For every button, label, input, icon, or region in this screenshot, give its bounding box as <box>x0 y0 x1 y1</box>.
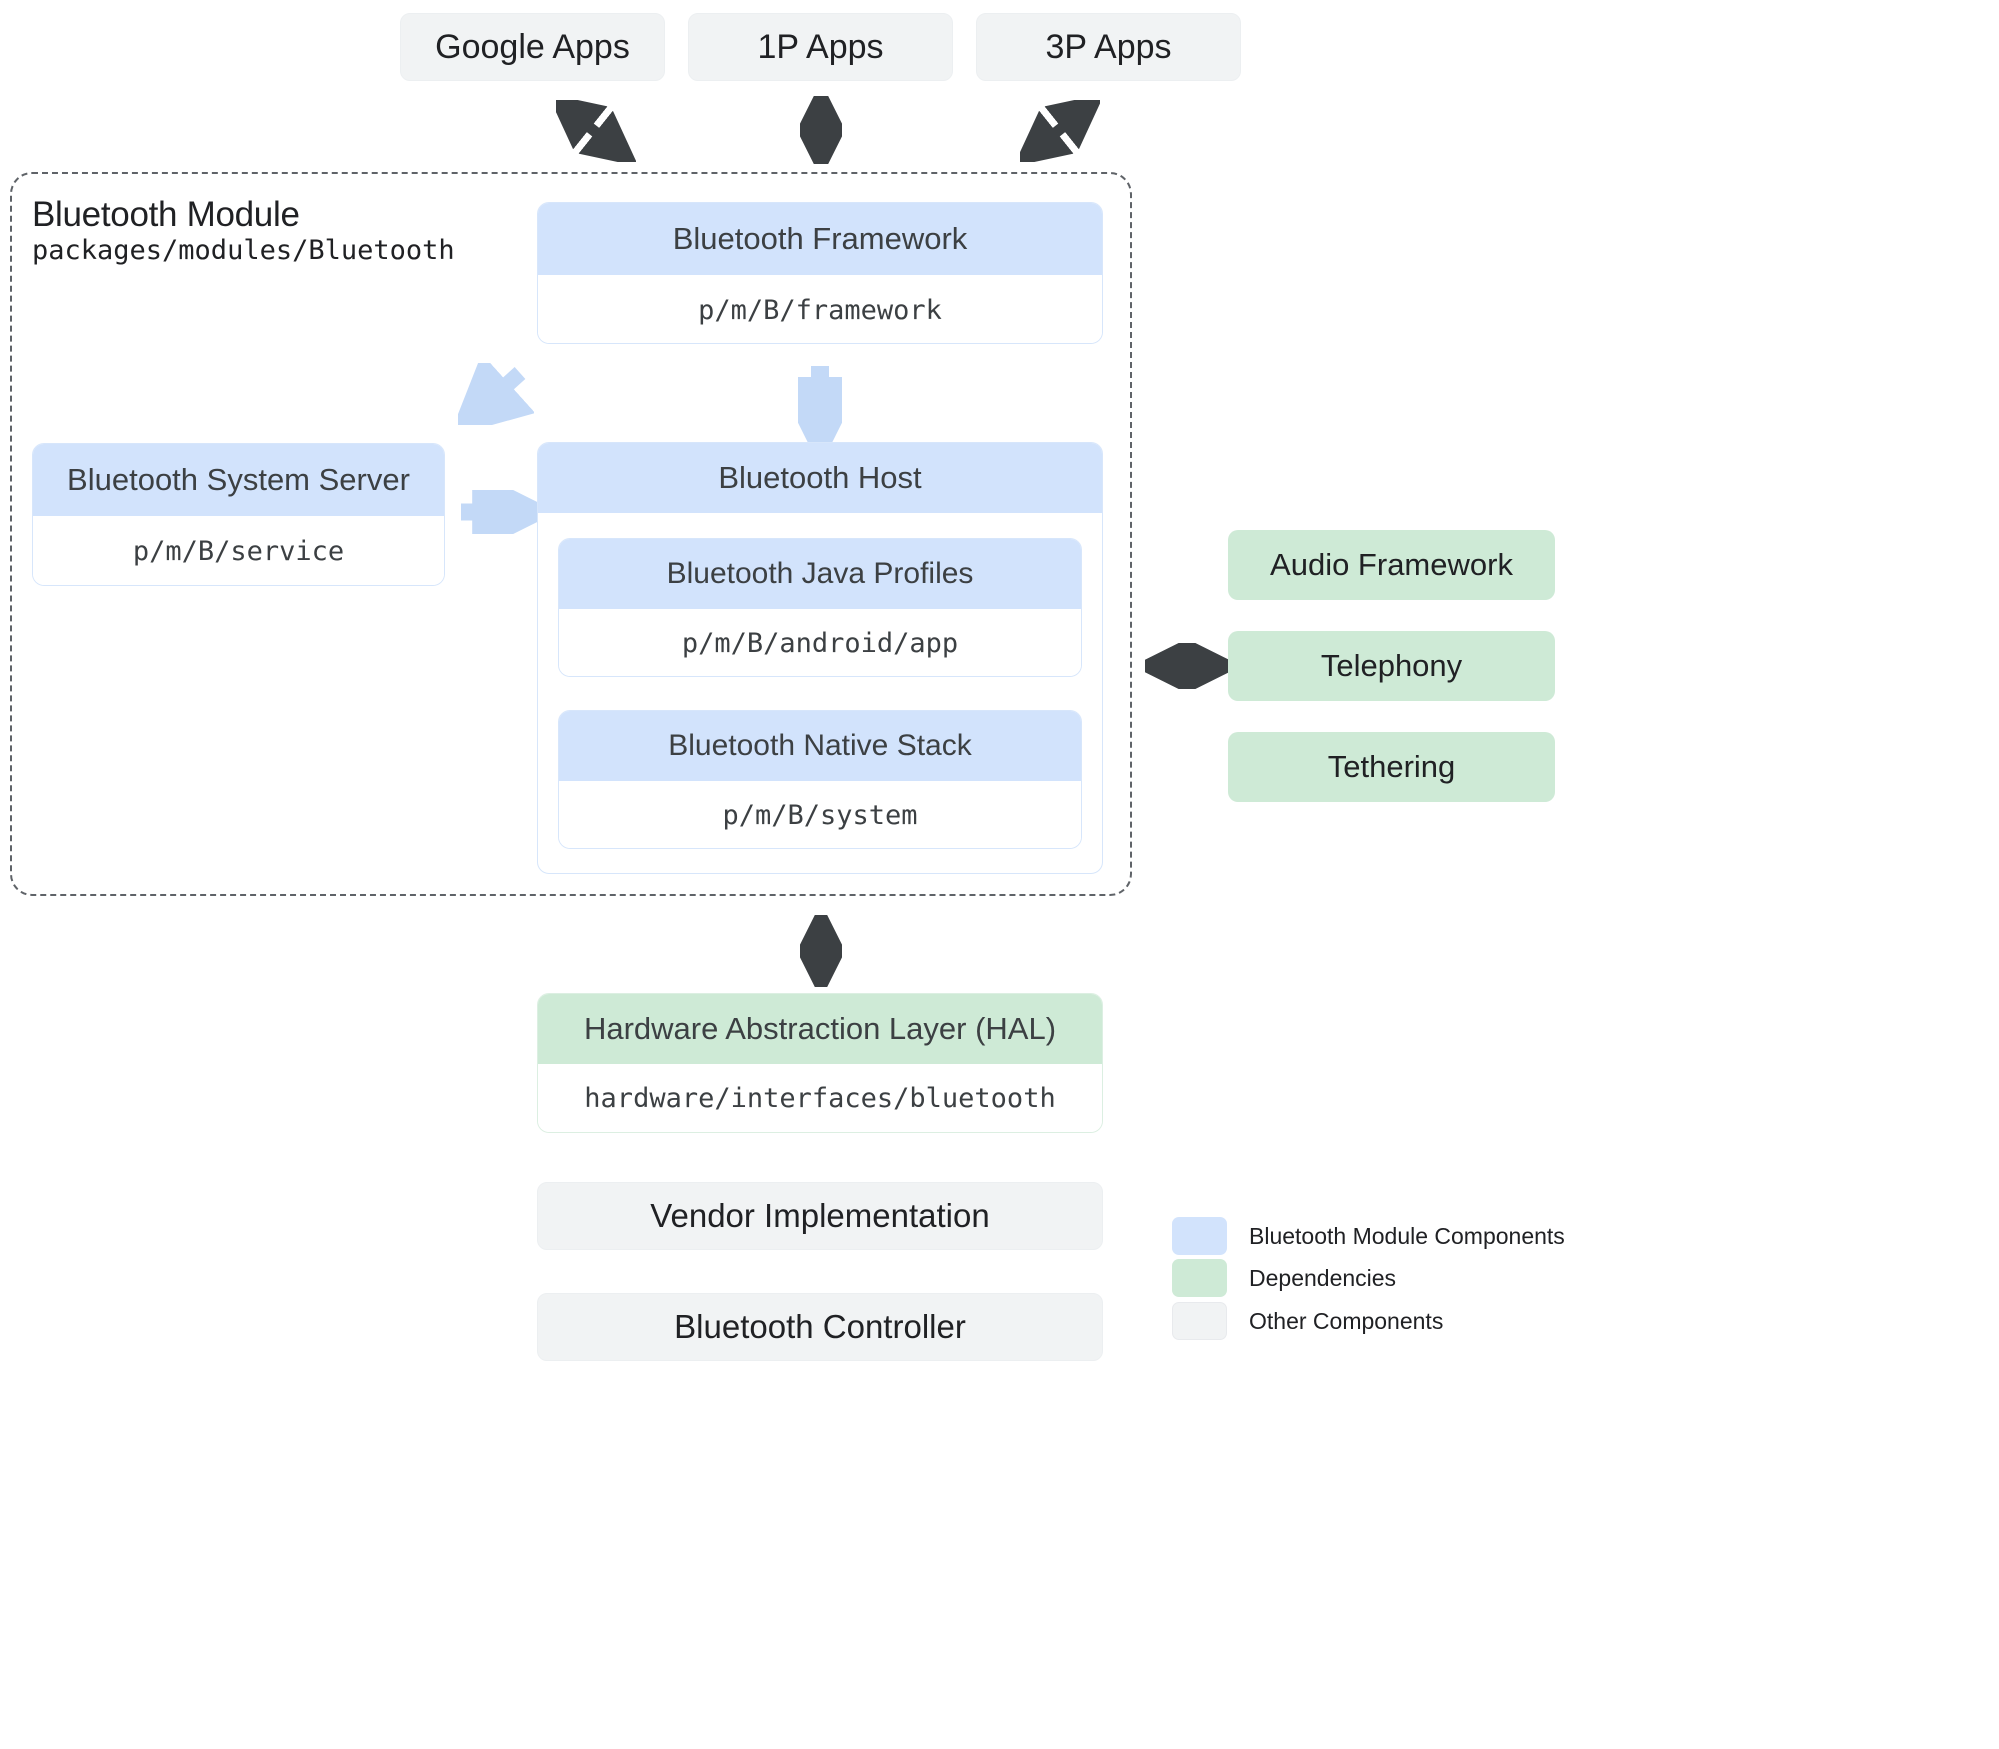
card-title: Bluetooth Java Profiles <box>559 539 1081 609</box>
dependency-box-audio-framework[interactable]: Audio Framework <box>1228 530 1555 600</box>
dependency-label: Telephony <box>1320 648 1463 683</box>
legend-swatch-grey <box>1172 1302 1227 1340</box>
module-title: Bluetooth Module <box>32 195 300 234</box>
legend-swatch-green <box>1172 1259 1227 1297</box>
card-path: p/m/B/service <box>33 516 444 585</box>
dependency-label: Tethering <box>1327 749 1456 784</box>
card-hardware-abstraction-layer[interactable]: Hardware Abstraction Layer (HAL) hardwar… <box>537 993 1103 1133</box>
card-path: p/m/B/system <box>559 781 1081 848</box>
legend-item-other-components: Other Components <box>1172 1302 1443 1340</box>
card-path: p/m/B/framework <box>538 275 1102 343</box>
legend-label: Other Components <box>1249 1307 1444 1334</box>
bottom-box-label: Vendor Implementation <box>650 1197 990 1234</box>
bluetooth-module-container <box>10 172 1132 896</box>
card-bluetooth-java-profiles[interactable]: Bluetooth Java Profiles p/m/B/android/ap… <box>558 538 1082 677</box>
card-title: Bluetooth Native Stack <box>559 711 1081 781</box>
module-path: packages/modules/Bluetooth <box>32 235 455 266</box>
system-server-to-host-arrow <box>461 490 539 534</box>
card-bluetooth-system-server[interactable]: Bluetooth System Server p/m/B/service <box>32 443 445 586</box>
card-title: Bluetooth System Server <box>33 444 444 516</box>
card-title: Bluetooth Host <box>538 443 1102 513</box>
app-box-label: 1P Apps <box>757 27 884 66</box>
legend-label: Dependencies <box>1249 1264 1397 1291</box>
legend-label: Bluetooth Module Components <box>1249 1222 1565 1249</box>
threeP-apps-diagonal-arrow <box>1020 100 1100 162</box>
oneP-apps-up-down-arrow <box>800 96 842 164</box>
card-bluetooth-framework[interactable]: Bluetooth Framework p/m/B/framework <box>537 202 1103 344</box>
legend-item-module-components: Bluetooth Module Components <box>1172 1217 1565 1255</box>
bottom-box-vendor-implementation[interactable]: Vendor Implementation <box>537 1182 1103 1250</box>
card-title: Bluetooth Framework <box>538 203 1102 275</box>
card-path: hardware/interfaces/bluetooth <box>538 1064 1102 1132</box>
dependency-label: Audio Framework <box>1270 547 1513 582</box>
google-apps-down-right-arrow <box>556 100 636 162</box>
framework-to-host-arrow <box>798 366 842 442</box>
bottom-box-bluetooth-controller[interactable]: Bluetooth Controller <box>537 1293 1103 1361</box>
dependency-box-telephony[interactable]: Telephony <box>1228 631 1555 701</box>
app-box-google-apps[interactable]: Google Apps <box>400 13 665 81</box>
module-to-dependencies-arrow <box>1145 643 1229 689</box>
card-bluetooth-native-stack[interactable]: Bluetooth Native Stack p/m/B/system <box>558 710 1082 849</box>
module-to-hal-arrow <box>800 915 842 987</box>
bottom-box-label: Bluetooth Controller <box>674 1308 966 1345</box>
app-box-1p-apps[interactable]: 1P Apps <box>688 13 953 81</box>
legend-item-dependencies: Dependencies <box>1172 1259 1396 1297</box>
card-path: p/m/B/android/app <box>559 609 1081 676</box>
card-title: Hardware Abstraction Layer (HAL) <box>538 994 1102 1064</box>
app-box-label: Google Apps <box>435 27 630 66</box>
app-box-label: 3P Apps <box>1045 27 1172 66</box>
app-box-3p-apps[interactable]: 3P Apps <box>976 13 1241 81</box>
framework-to-system-server-arrow <box>458 363 534 425</box>
legend-swatch-blue <box>1172 1217 1227 1255</box>
dependency-box-tethering[interactable]: Tethering <box>1228 732 1555 802</box>
